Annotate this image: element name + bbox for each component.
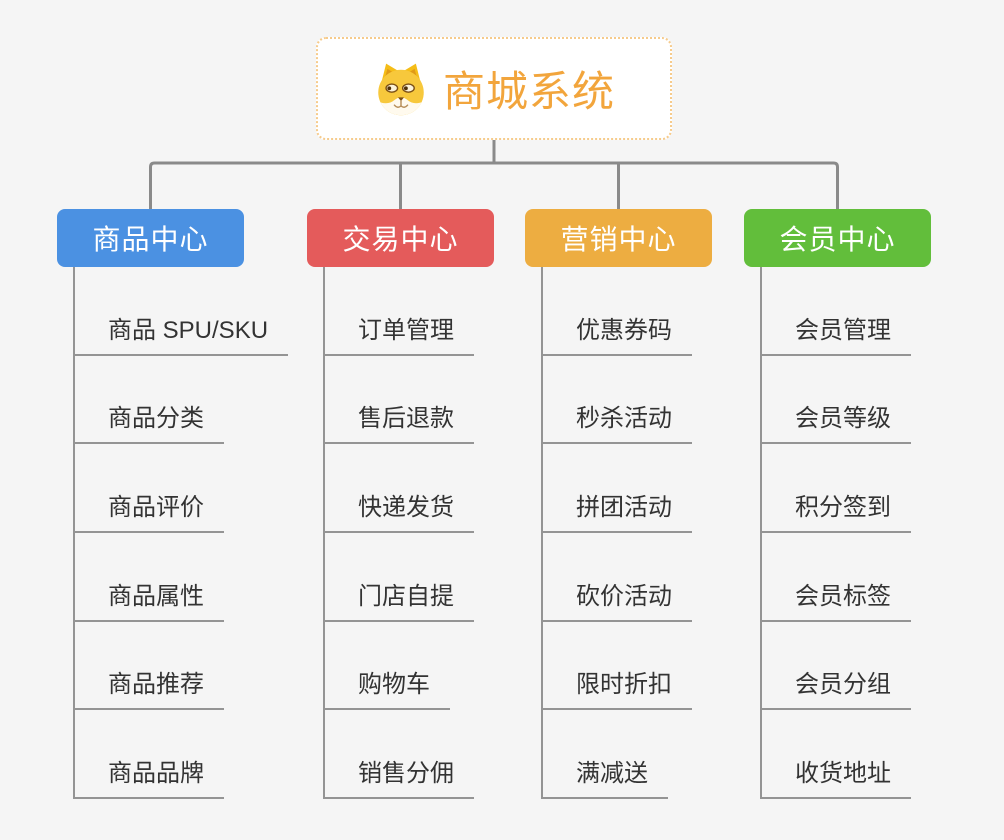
child-item[interactable]: 销售分佣	[325, 710, 474, 800]
child-item[interactable]: 秒杀活动	[543, 356, 692, 445]
child-item[interactable]: 限时折扣	[543, 622, 692, 711]
child-item[interactable]: 积分签到	[762, 444, 911, 534]
branch-children: 订单管理售后退款快递发货门店自提购物车销售分佣	[323, 267, 474, 800]
branch-header-1[interactable]: 商品中心	[57, 209, 244, 267]
child-item[interactable]: 收货地址	[762, 710, 911, 800]
branch-header-3[interactable]: 营销中心	[525, 209, 712, 267]
branch-4: 会员中心 会员管理会员等级积分签到会员标签会员分组收货地址	[744, 209, 931, 800]
child-item[interactable]: 购物车	[325, 622, 450, 711]
child-item[interactable]: 商品分类	[75, 356, 224, 445]
branch-3: 营销中心 优惠券码秒杀活动拼团活动砍价活动限时折扣满减送	[525, 209, 712, 800]
child-item[interactable]: 会员标签	[762, 533, 911, 622]
doge-icon	[373, 60, 429, 118]
child-item[interactable]: 优惠券码	[543, 267, 692, 356]
child-item[interactable]: 商品 SPU/SKU	[75, 267, 289, 356]
branch-rail-line	[149, 161, 839, 209]
child-item[interactable]: 砍价活动	[543, 533, 692, 622]
branch-header-4[interactable]: 会员中心	[744, 209, 931, 267]
child-item[interactable]: 售后退款	[325, 356, 474, 445]
child-item[interactable]: 订单管理	[325, 267, 474, 356]
branch-2: 交易中心 订单管理售后退款快递发货门店自提购物车销售分佣	[307, 209, 494, 800]
child-item[interactable]: 会员管理	[762, 267, 911, 356]
branch-header-2[interactable]: 交易中心	[307, 209, 494, 267]
child-item[interactable]: 会员分组	[762, 622, 911, 711]
child-item[interactable]: 拼团活动	[543, 444, 692, 534]
branch-children: 会员管理会员等级积分签到会员标签会员分组收货地址	[760, 267, 911, 800]
child-item[interactable]: 快递发货	[325, 444, 474, 534]
root-node[interactable]: 商城系统	[316, 37, 672, 140]
root-title: 商城系统	[442, 68, 615, 115]
child-item[interactable]: 满减送	[543, 710, 668, 800]
child-item[interactable]: 商品品牌	[75, 710, 224, 800]
child-item[interactable]: 商品属性	[75, 533, 224, 622]
child-item[interactable]: 会员等级	[762, 356, 911, 445]
child-item[interactable]: 商品推荐	[75, 622, 224, 711]
branch-children: 优惠券码秒杀活动拼团活动砍价活动限时折扣满减送	[541, 267, 692, 800]
child-item[interactable]: 门店自提	[325, 533, 474, 622]
child-item[interactable]: 商品评价	[75, 444, 224, 534]
